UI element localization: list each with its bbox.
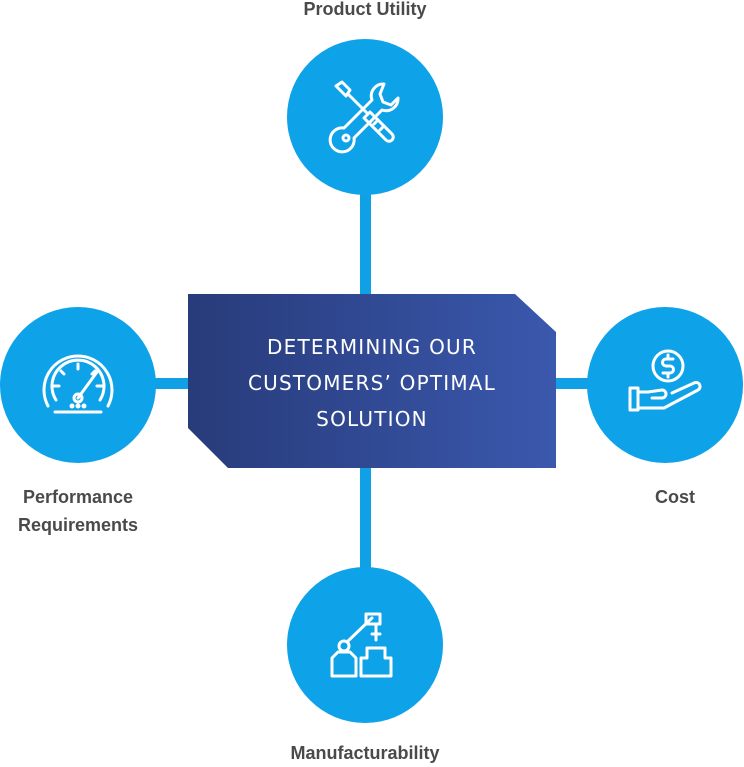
center-solution-box: DETERMINING OUR CUSTOMERS’ OPTIMAL SOLUT… xyxy=(188,294,556,468)
center-title: DETERMINING OUR CUSTOMERS’ OPTIMAL SOLUT… xyxy=(247,335,497,431)
performance-requirements-node xyxy=(0,307,156,463)
cost-node xyxy=(587,307,743,463)
speedometer-icon xyxy=(42,354,114,414)
manufacturability-node xyxy=(287,567,443,723)
performance-requirements-label: Performance Requirements xyxy=(17,487,139,535)
wrench-screwdriver-icon xyxy=(328,80,400,154)
robotic-arm-icon xyxy=(330,612,393,678)
product-utility-node xyxy=(287,39,443,195)
manufacturability-label: Manufacturability xyxy=(290,743,440,763)
product-utility-label: Product Utility xyxy=(303,0,427,19)
cost-label: Cost xyxy=(655,487,695,507)
hand-holding-coin-icon xyxy=(628,349,702,412)
